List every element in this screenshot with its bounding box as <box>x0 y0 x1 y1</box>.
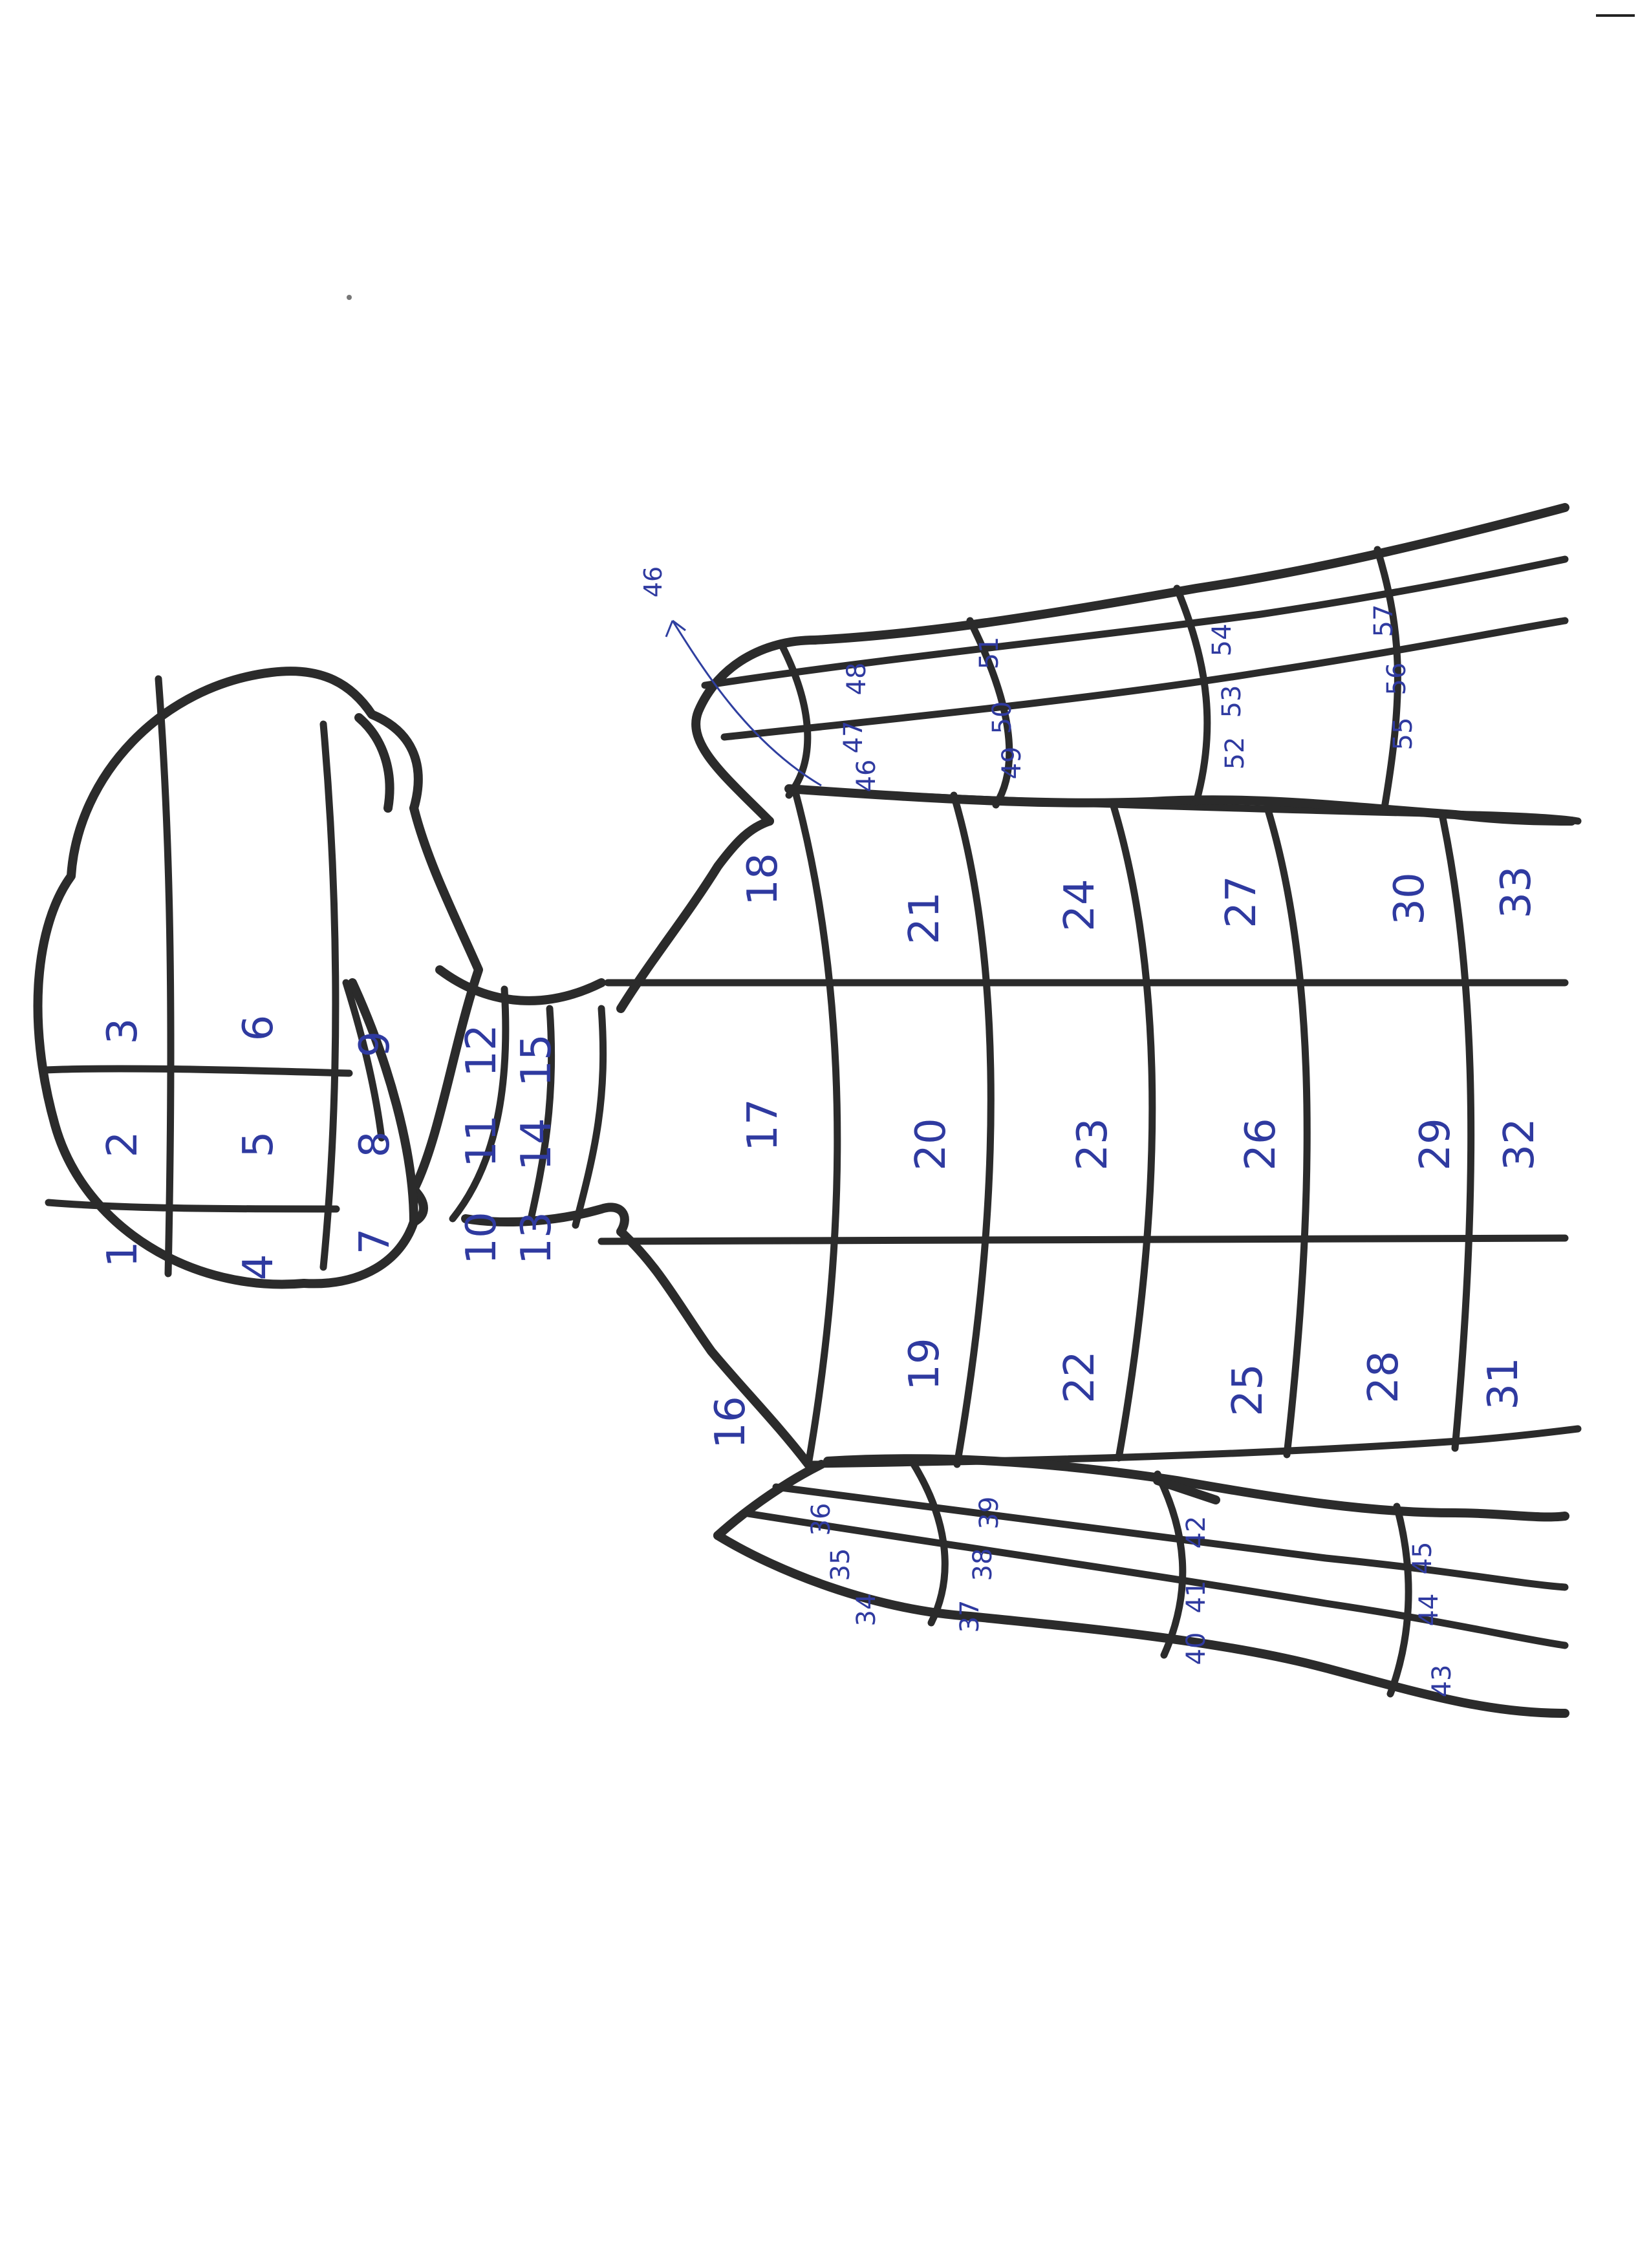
corner-mark <box>1596 14 1635 17</box>
region-label-36: 36 <box>806 1503 836 1536</box>
region-label-48: 48 <box>842 663 872 696</box>
region-label-19: 19 <box>901 1338 949 1390</box>
region-label-12: 12 <box>458 1024 506 1076</box>
region-label-13: 13 <box>513 1212 561 1264</box>
region-label-29: 29 <box>1412 1118 1460 1170</box>
region-label-3: 3 <box>99 1018 147 1045</box>
region-label-2: 2 <box>99 1131 147 1158</box>
region-label-21: 21 <box>901 892 949 944</box>
region-label-51: 51 <box>975 637 1004 670</box>
region-label-16: 16 <box>707 1396 755 1448</box>
region-label-20: 20 <box>907 1118 955 1170</box>
region-label-26: 26 <box>1237 1118 1285 1170</box>
region-label-39: 39 <box>975 1497 1004 1530</box>
right-arm-outline <box>691 503 1576 826</box>
region-label-8: 8 <box>351 1131 399 1158</box>
region-label-44: 44 <box>1414 1594 1444 1627</box>
region-label-33: 33 <box>1493 866 1540 918</box>
neck-outline <box>435 965 629 1236</box>
region-label-15: 15 <box>513 1034 561 1086</box>
region-label-22: 22 <box>1056 1351 1104 1403</box>
region-label-42: 42 <box>1181 1516 1211 1549</box>
region-label-54: 54 <box>1207 624 1237 657</box>
left-arm-outline <box>713 1454 1569 1718</box>
region-label-32: 32 <box>1496 1118 1544 1170</box>
region-label-5: 5 <box>235 1131 283 1158</box>
region-label-4: 4 <box>235 1254 283 1281</box>
region-label-11: 11 <box>458 1115 506 1167</box>
region-label-49: 49 <box>997 747 1027 780</box>
head-grid <box>41 675 385 1278</box>
region-label-23: 23 <box>1069 1118 1117 1170</box>
head-outline <box>33 667 483 1289</box>
region-label-37: 37 <box>955 1600 985 1633</box>
annotation-46-label: 46 <box>639 566 667 597</box>
region-label-1: 1 <box>99 1241 147 1268</box>
region-label-9: 9 <box>351 1031 399 1058</box>
region-labels: 1234567891011121314151617181920212223242… <box>99 604 1544 1698</box>
region-label-43: 43 <box>1427 1665 1457 1698</box>
scan-speck <box>347 295 352 300</box>
region-label-30: 30 <box>1386 872 1434 925</box>
region-label-35: 35 <box>826 1548 856 1581</box>
region-label-27: 27 <box>1218 875 1266 928</box>
region-label-25: 25 <box>1224 1364 1272 1416</box>
region-label-57: 57 <box>1369 604 1399 637</box>
region-label-56: 56 <box>1382 663 1412 696</box>
region-label-10: 10 <box>458 1212 506 1264</box>
annotation-arrow: 46 <box>639 566 822 787</box>
region-label-24: 24 <box>1056 879 1104 931</box>
region-label-40: 40 <box>1181 1632 1211 1665</box>
region-label-38: 38 <box>968 1548 998 1581</box>
region-label-18: 18 <box>739 853 787 905</box>
region-label-50: 50 <box>987 701 1017 734</box>
region-label-6: 6 <box>235 1015 283 1042</box>
region-label-7: 7 <box>351 1228 399 1255</box>
region-label-55: 55 <box>1388 718 1418 751</box>
region-label-34: 34 <box>852 1594 881 1627</box>
region-label-14: 14 <box>513 1118 561 1170</box>
region-label-52: 52 <box>1220 737 1250 770</box>
region-label-31: 31 <box>1480 1357 1527 1409</box>
region-label-47: 47 <box>839 721 868 754</box>
region-label-41: 41 <box>1181 1581 1211 1614</box>
region-label-45: 45 <box>1408 1542 1438 1575</box>
region-label-53: 53 <box>1217 685 1247 718</box>
region-label-17: 17 <box>739 1098 787 1151</box>
region-label-28: 28 <box>1360 1351 1408 1403</box>
region-label-46: 46 <box>852 760 881 793</box>
